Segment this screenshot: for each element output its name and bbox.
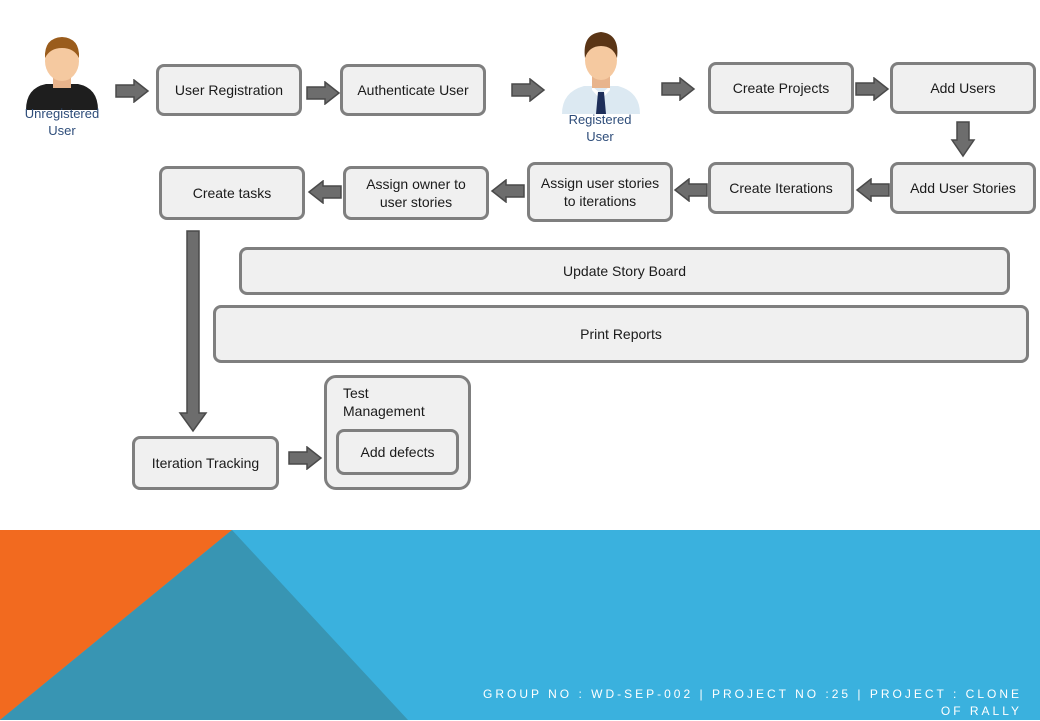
registered-user-label: Registered User — [568, 112, 632, 144]
assign-stories-to-iterations-step: Assign user stories to iterations — [527, 162, 673, 222]
arrow-left-icon — [307, 180, 342, 204]
test-management-title: Test Management — [343, 385, 425, 420]
arrow-right-icon — [115, 79, 150, 103]
add-users-step: Add Users — [890, 62, 1036, 114]
arrow-right-icon — [661, 77, 696, 101]
arrow-left-icon — [673, 178, 708, 202]
iteration-tracking-step: Iteration Tracking — [132, 436, 279, 490]
unregistered-user-icon — [26, 37, 98, 110]
test-management-container: Test Management Add defects — [324, 375, 471, 490]
update-story-board-step: Update Story Board — [239, 247, 1010, 295]
add-user-stories-step: Add User Stories — [890, 162, 1036, 214]
authenticate-user-step: Authenticate User — [340, 64, 486, 116]
print-reports-step: Print Reports — [213, 305, 1029, 363]
arrow-down-icon — [950, 121, 976, 158]
footer-band — [0, 530, 1040, 720]
arrow-right-icon — [855, 77, 890, 101]
arrow-right-icon — [511, 78, 546, 102]
arrow-left-icon — [490, 179, 525, 203]
registered-user-icon — [562, 32, 640, 114]
create-iterations-step: Create Iterations — [708, 162, 854, 214]
arrow-long-down-icon — [178, 230, 208, 433]
arrow-right-icon — [306, 81, 341, 105]
create-projects-step: Create Projects — [708, 62, 854, 114]
arrow-left-icon — [855, 178, 890, 202]
add-defects-step: Add defects — [336, 429, 459, 475]
footer-project-info: GROUP NO : WD-SEP-002 | PROJECT NO :25 |… — [483, 687, 1022, 719]
user-registration-step: User Registration — [156, 64, 302, 116]
unregistered-user-label: Unregistered User — [24, 106, 100, 138]
create-tasks-step: Create tasks — [159, 166, 305, 220]
arrow-right-icon — [288, 446, 323, 470]
assign-owner-step: Assign owner to user stories — [343, 166, 489, 220]
